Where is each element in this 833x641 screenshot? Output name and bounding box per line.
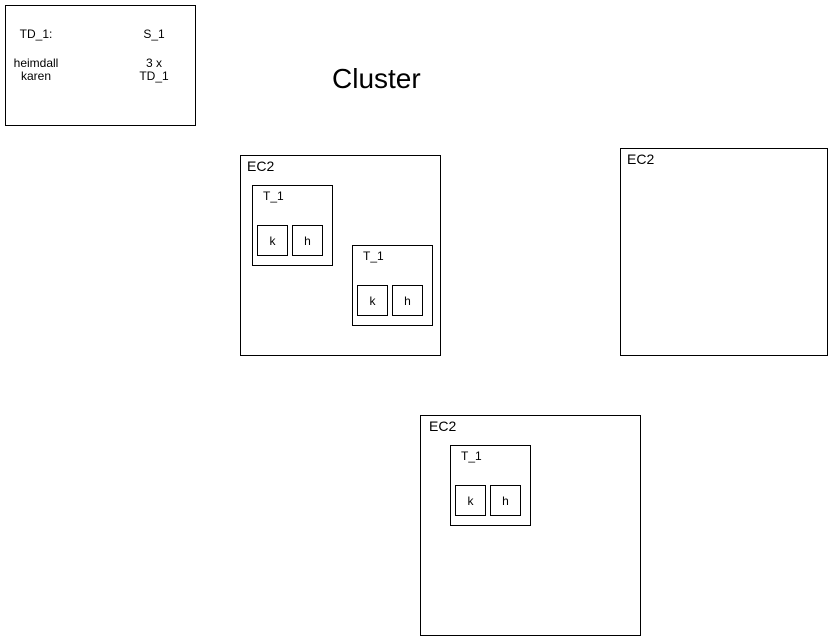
task-definition-container-2: karen — [20, 69, 52, 83]
ec2-instance-label: EC2 — [429, 418, 457, 434]
task-definition-container-1: heimdall — [13, 56, 59, 70]
cluster-title: Cluster — [332, 63, 421, 94]
ec2-instance — [620, 148, 828, 356]
task-label: T_1 — [461, 449, 482, 463]
task-label: T_1 — [263, 189, 284, 203]
container-k: k — [455, 485, 486, 516]
container-k: k — [357, 285, 388, 316]
ec2-instance-label: EC2 — [247, 158, 275, 174]
ec2-instance-label: EC2 — [627, 151, 655, 167]
container-h: h — [490, 485, 521, 516]
container-h: h — [292, 225, 323, 256]
service-heading: S_1 — [143, 27, 165, 41]
task-definition-heading: TD_1: — [19, 27, 53, 41]
container-h: h — [392, 285, 423, 316]
service-count: 3 x — [145, 56, 163, 70]
legend-box — [5, 5, 196, 126]
container-k: k — [257, 225, 288, 256]
service-task-definition: TD_1 — [139, 69, 169, 83]
task-label: T_1 — [363, 249, 384, 263]
